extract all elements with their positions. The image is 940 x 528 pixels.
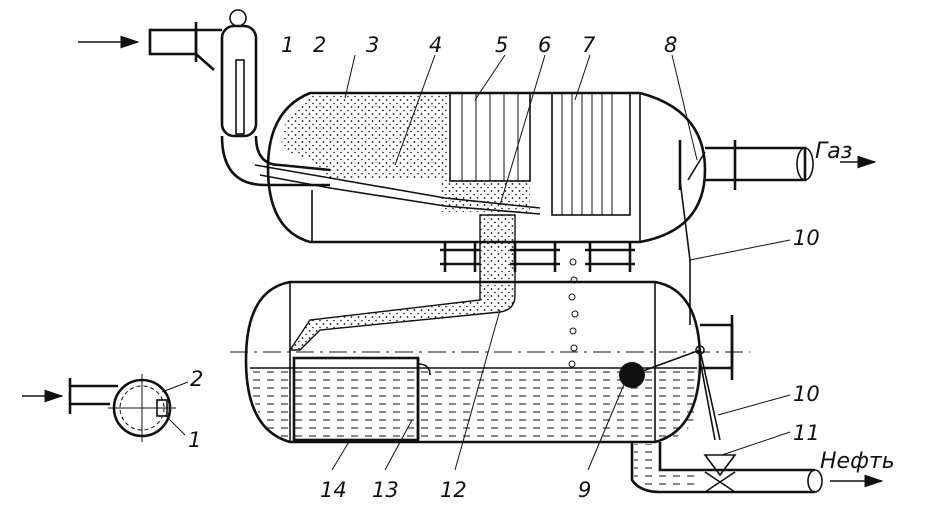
label-10-lower: 10 [793,382,820,406]
label-3: 3 [366,33,379,57]
falling-droplets [568,258,579,368]
outlet-liquid [634,444,700,490]
label-8: 8 [664,33,677,57]
label-13: 13 [372,478,399,502]
label-9: 9 [578,478,591,502]
label-11: 11 [793,421,820,445]
label-6: 6 [538,33,551,57]
label-7: 7 [582,33,596,57]
vertical-riser-1 [220,24,258,138]
inset-label-2: 2 [190,367,203,391]
labels: 1 2 3 4 5 6 7 8 Газ 10 10 11 Нефть 9 12 … [188,33,895,502]
inlet-assembly [78,9,331,187]
label-oil: Нефть [820,449,895,474]
inset-cross-section [22,374,176,442]
riser-inner-tube [235,59,245,135]
label-10-upper: 10 [793,226,820,250]
valve-11 [703,454,737,477]
inlet-pipe [148,28,198,56]
connecting-nozzles [288,214,635,368]
oil-outlet [630,442,884,494]
baffle-plates-5 [449,92,531,182]
leader-lines [161,54,791,471]
label-gas: Газ [815,139,852,164]
label-2: 2 [313,33,326,57]
label-4: 4 [429,33,442,57]
mist-extractor-7 [551,92,631,216]
dotted-packing-3 [281,95,448,180]
label-1: 1 [281,33,294,57]
inclined-tray-4 [254,164,541,209]
upper-vessel [254,91,707,244]
valve-8 [687,151,706,181]
label-14: 14 [320,478,347,502]
label-5: 5 [495,33,508,57]
inset-label-1: 1 [188,428,201,452]
label-12: 12 [440,478,467,502]
